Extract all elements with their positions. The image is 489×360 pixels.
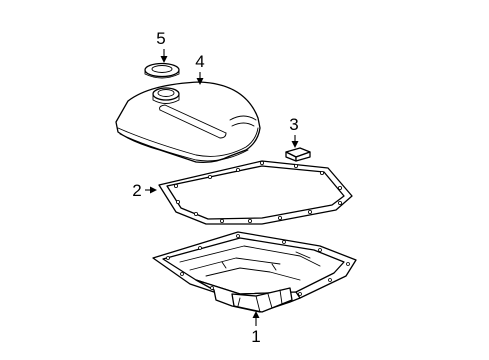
magnet-part [285, 147, 311, 162]
callout-5: 5 [156, 29, 168, 63]
callout-5-label: 5 [156, 29, 165, 48]
callout-5-arrow [160, 56, 168, 63]
oil-pan-part [152, 231, 357, 313]
callout-1-label: 1 [251, 327, 260, 346]
callout-2-label: 2 [132, 181, 141, 200]
callout-3: 3 [289, 115, 299, 148]
callout-1: 1 [251, 311, 261, 346]
callout-2: 2 [132, 181, 157, 200]
callout-1-arrow [252, 311, 260, 318]
callout-4: 4 [195, 52, 205, 85]
seal-ring-part [144, 62, 180, 79]
callout-3-arrow [291, 141, 299, 148]
callout-2-arrow [150, 186, 157, 194]
filter-part [115, 81, 261, 164]
pan-bolt-holes [166, 234, 350, 296]
callout-4-arrow [196, 78, 204, 85]
pan-gasket-part [158, 160, 353, 225]
gasket-bolt-holes [173, 160, 342, 223]
callout-4-label: 4 [195, 52, 204, 71]
callout-3-label: 3 [289, 115, 298, 134]
